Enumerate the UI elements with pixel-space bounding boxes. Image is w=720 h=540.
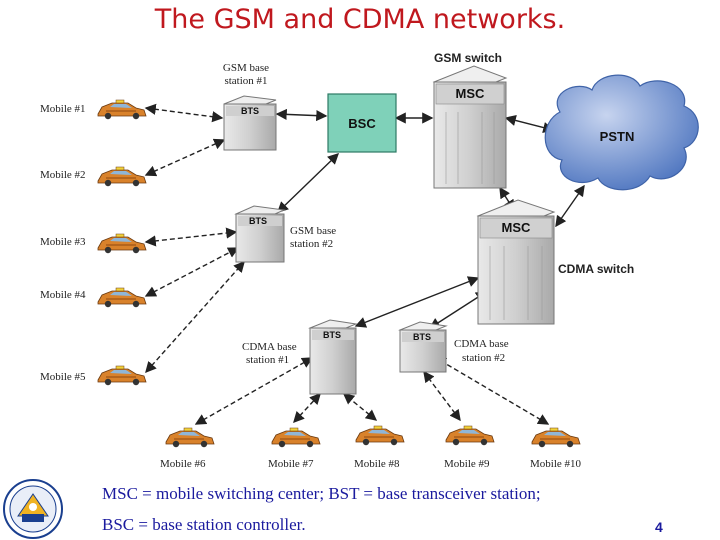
cdma-msc-server: MSC — [476, 199, 556, 325]
mobile-2-car-icon — [97, 166, 147, 187]
gsm-bts-2: BTS — [234, 205, 286, 263]
footer-line-2: BSC = base station controller. — [102, 515, 306, 534]
cdma-switch-label: CDMA switch — [558, 262, 634, 276]
mobile-7-car-icon — [271, 427, 321, 448]
mobile-5-car-icon — [97, 365, 147, 386]
gsm-bts-1-label: BTS — [241, 106, 259, 116]
mobile-5-label: Mobile #5 — [40, 371, 86, 383]
link-mobile8-cdma1 — [342, 393, 378, 421]
mobile-9-car-icon — [445, 425, 495, 446]
bsc-label: BSC — [348, 116, 376, 131]
footer-line-1: MSC = mobile switching center; BST = bas… — [102, 484, 541, 503]
mobile-8-label: Mobile #8 — [354, 458, 400, 470]
link-cdmabts2-msc — [428, 291, 488, 329]
bsc-box: BSC — [327, 93, 397, 153]
link-mobile10-cdma2 — [434, 357, 550, 425]
mobile-3-car-icon — [97, 233, 147, 254]
link-mobile7-cdma1 — [293, 392, 321, 424]
mobile-1-label: Mobile #1 — [40, 103, 86, 115]
link-cdma-pstn — [555, 184, 585, 228]
mobile-4-car-icon — [97, 287, 147, 308]
pstn-cloud: PSTN — [544, 74, 699, 191]
gsm-switch-label: GSM switch — [434, 51, 502, 65]
mobile-3-label: Mobile #3 — [40, 236, 86, 248]
link-mobile2-bts1 — [144, 138, 226, 177]
gsm-msc-label: MSC — [456, 86, 486, 101]
cdma-bts-1: BTS — [308, 319, 358, 395]
cdma-base-1-sublabel: station #1 — [246, 354, 289, 366]
gsm-bts-1: BTS — [223, 95, 277, 151]
mobile-9-label: Mobile #9 — [444, 458, 490, 470]
cdma-bts-2: BTS — [398, 321, 448, 373]
page-title: The GSM and CDMA networks. — [154, 4, 566, 35]
link-mobile1-bts1 — [144, 103, 224, 123]
university-seal-icon — [3, 479, 63, 539]
mobile-2-label: Mobile #2 — [40, 169, 86, 181]
link-msc-pstn — [504, 114, 555, 134]
pstn-label: PSTN — [600, 129, 635, 144]
mobile-6-label: Mobile #6 — [160, 458, 206, 470]
link-mobile5-bts2 — [145, 260, 245, 374]
link-mobile6-cdma1 — [194, 357, 314, 425]
gsm-msc-server: MSC — [432, 65, 508, 189]
gsm-base-2-label: GSM base — [290, 225, 336, 237]
gsm-base-1-label: GSM base — [223, 62, 269, 74]
mobile-8-car-icon — [355, 425, 405, 446]
mobile-cars — [97, 99, 581, 448]
link-mobile4-bts2 — [144, 247, 240, 297]
cdma-bts-1-label: BTS — [323, 330, 341, 340]
mobile-6-car-icon — [165, 427, 215, 448]
wireless-links — [144, 103, 550, 425]
cdma-base-1-label: CDMA base — [242, 341, 297, 353]
wired-links — [275, 108, 585, 329]
link-mobile3-bts2 — [144, 227, 238, 247]
link-bts1-bsc — [275, 108, 328, 122]
link-cdmabts1-msc — [354, 276, 480, 328]
cdma-bts-2-label: BTS — [413, 332, 431, 342]
mobile-4-label: Mobile #4 — [40, 289, 86, 301]
link-bts2-bsc — [276, 153, 340, 213]
mobile-10-car-icon — [531, 427, 581, 448]
mobile-1-car-icon — [97, 99, 147, 120]
gsm-bts-2-label: BTS — [249, 216, 267, 226]
cdma-base-2-label: CDMA base — [454, 338, 509, 350]
mobile-10-label: Mobile #10 — [530, 458, 582, 470]
page-number: 4 — [655, 519, 663, 535]
link-mobile9-cdma2 — [423, 370, 461, 422]
gsm-base-2-sublabel: station #2 — [290, 238, 333, 250]
gsm-base-1-sublabel: station #1 — [224, 75, 267, 87]
mobile-7-label: Mobile #7 — [268, 458, 314, 470]
cdma-msc-label: MSC — [502, 220, 532, 235]
cdma-base-2-sublabel: station #2 — [462, 352, 505, 364]
